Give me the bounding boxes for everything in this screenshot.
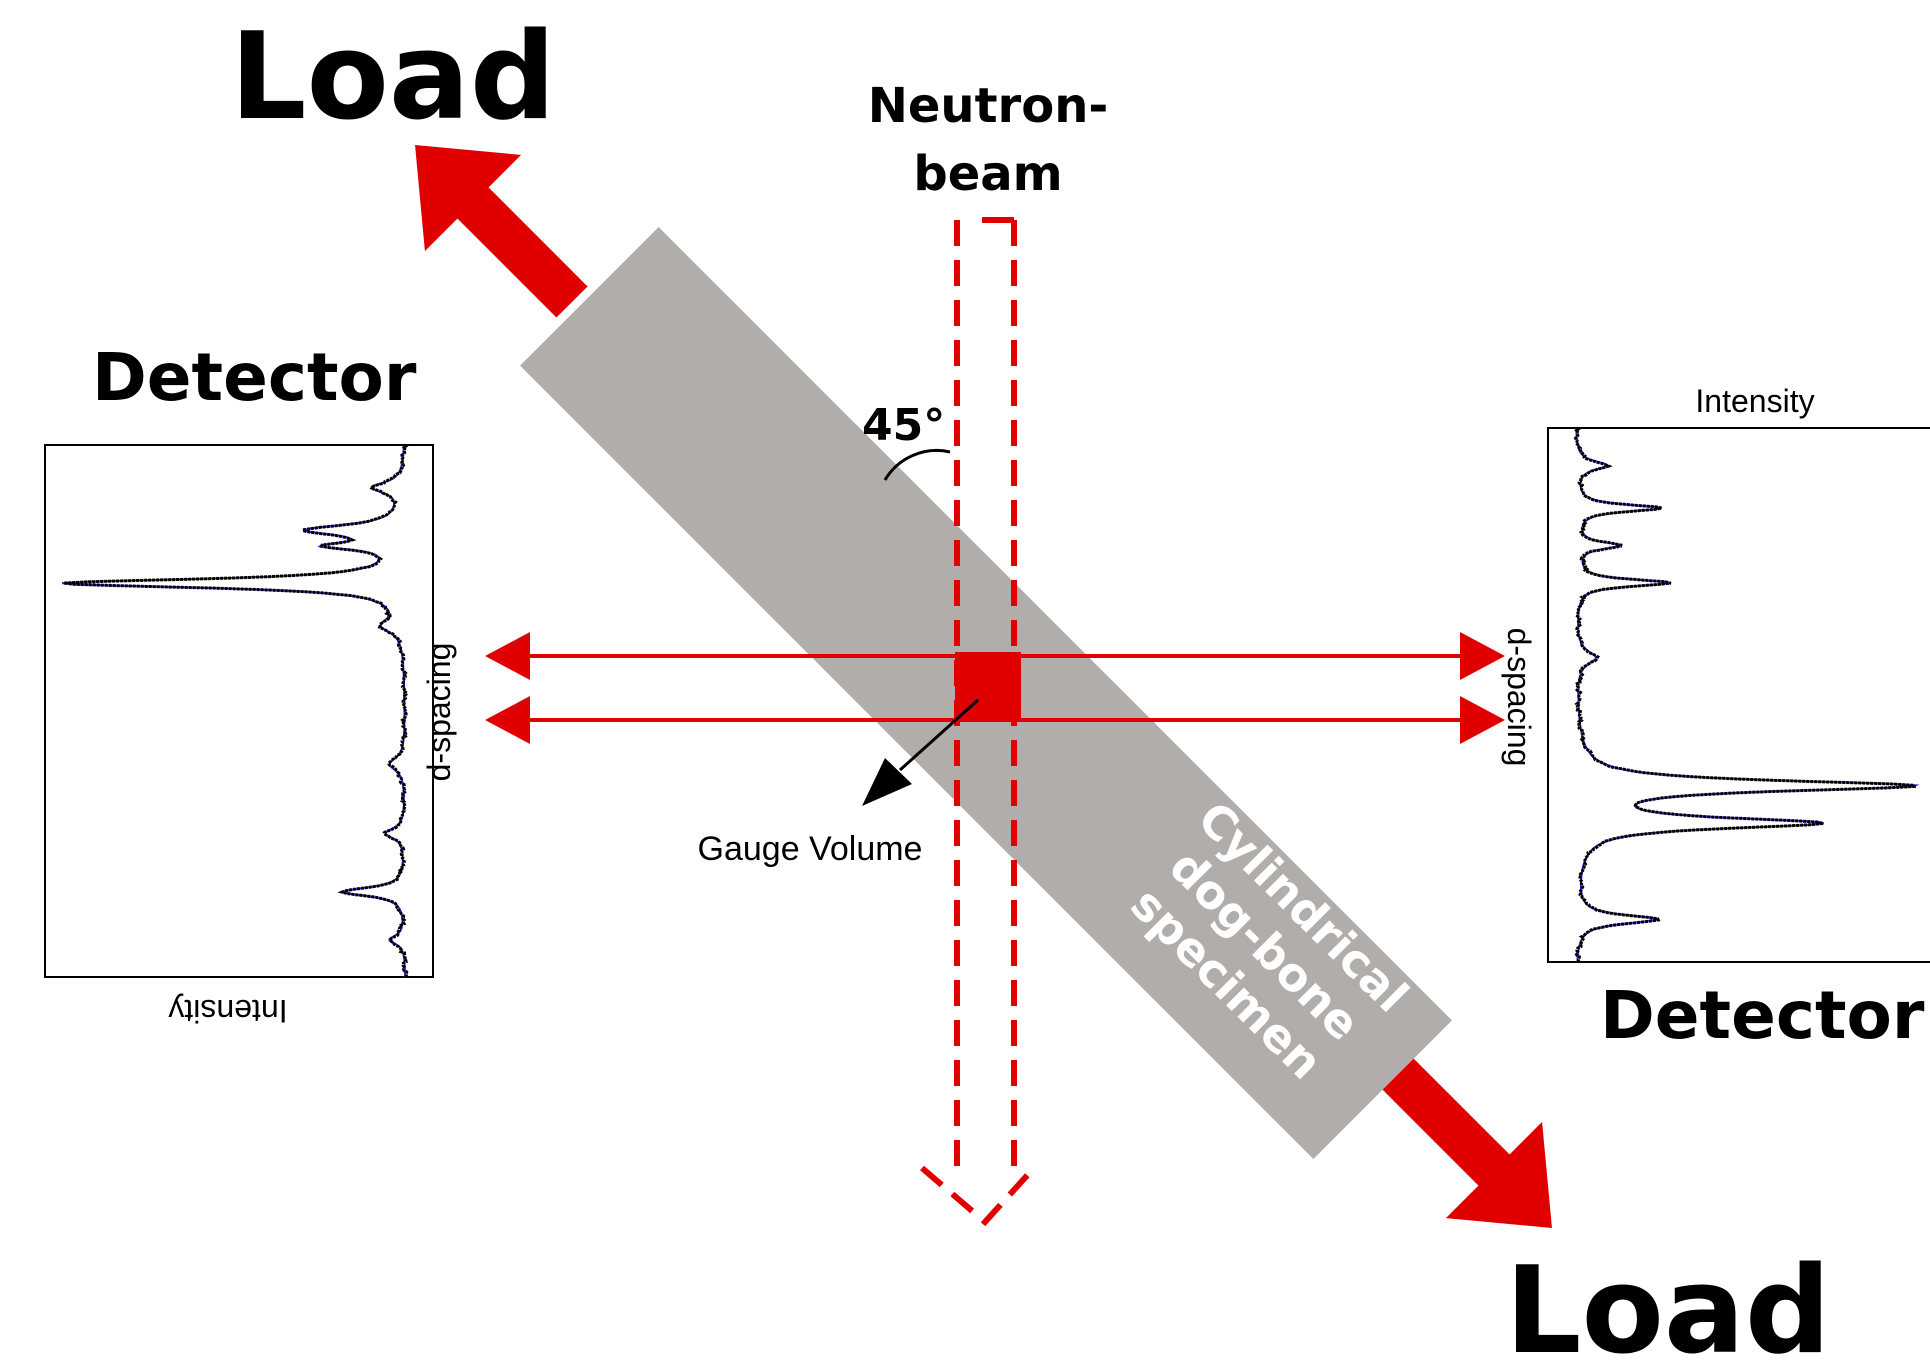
load-arrow-bottom-shaft xyxy=(1379,1055,1517,1193)
arrowhead-upper-left xyxy=(485,632,530,680)
angle-label: 45° xyxy=(862,400,945,451)
right-spectrum-data-points xyxy=(1573,426,1917,963)
intensity-label-left: Intensity xyxy=(168,993,287,1029)
load-label-top: Load xyxy=(230,8,556,147)
detector-right-spectrum xyxy=(1573,426,1920,963)
load-arrow-bottom xyxy=(1379,1055,1552,1228)
left-spectrum-data-points xyxy=(63,443,409,978)
detector-left-label: Detector xyxy=(92,339,417,416)
load-label-bottom: Load xyxy=(1505,1242,1831,1371)
load-arrow-top-head xyxy=(415,145,522,252)
detector-right-plot-frame xyxy=(1547,427,1930,963)
d-spacing-label-right: d-spacing xyxy=(1501,628,1537,767)
gauge-pointer-head xyxy=(862,758,912,806)
neutron-beam-label-line1: Neutron- xyxy=(868,78,1109,134)
angle-arc xyxy=(883,449,951,481)
detector-left-spectrum xyxy=(61,443,409,978)
load-arrow-top-shaft xyxy=(450,180,588,318)
load-arrow-bottom-head xyxy=(1445,1121,1552,1228)
arrowhead-upper-right xyxy=(1460,632,1505,680)
load-arrow-top xyxy=(415,145,588,318)
d-spacing-label-left: d-spacing xyxy=(421,643,457,782)
gauge-volume-label: Gauge Volume xyxy=(698,830,923,868)
gauge-pointer-line xyxy=(898,698,980,772)
arrowhead-lower-right xyxy=(1460,696,1505,744)
arrowhead-lower-left xyxy=(485,696,530,744)
intensity-label-right: Intensity xyxy=(1695,383,1814,419)
beam-arrowhead xyxy=(920,1165,1035,1227)
neutron-beam-label-line2: beam xyxy=(913,146,1062,202)
detector-right-label: Detector xyxy=(1600,977,1925,1054)
